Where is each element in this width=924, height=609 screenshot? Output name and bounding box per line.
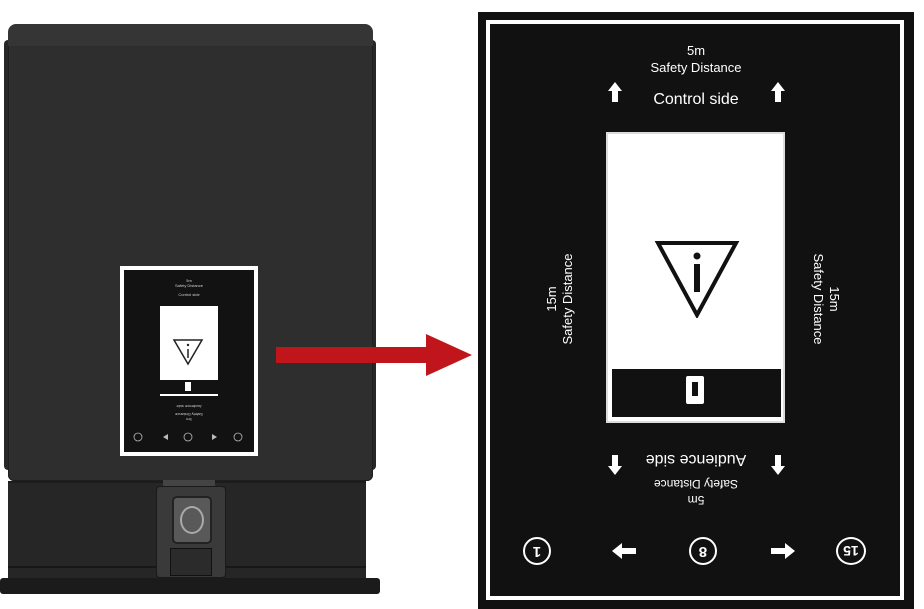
red-arrow-icon bbox=[276, 334, 472, 376]
arrow-down-icon bbox=[608, 455, 622, 475]
pin-1-number: 1 bbox=[532, 543, 542, 560]
pin-15-number: 15 bbox=[843, 543, 859, 559]
device-top-lip bbox=[8, 24, 373, 46]
device-bottom-rail bbox=[0, 578, 380, 594]
arrow-up-icon bbox=[608, 82, 622, 102]
pin-1-marker: 1 bbox=[523, 537, 551, 565]
control-side-label: Control side bbox=[653, 91, 739, 108]
right-caption: Safety Distance bbox=[811, 253, 826, 345]
mini-connector-icon bbox=[185, 382, 191, 391]
right-distance: 15m bbox=[827, 286, 842, 312]
device-illustration: 5m Safety Distance Control side Audience… bbox=[0, 24, 380, 594]
mini-audience-side: Audience side bbox=[176, 404, 202, 409]
mini-pin-row bbox=[133, 432, 243, 442]
device-connector-foot bbox=[170, 548, 212, 576]
arrow-up-icon bbox=[771, 82, 785, 102]
mini-top-distance: 5m bbox=[186, 278, 192, 283]
audience-side-label: Audience side bbox=[645, 451, 747, 468]
device-connector-socket bbox=[180, 506, 204, 534]
mini-top-caption: Safety Distance bbox=[174, 283, 203, 288]
arrow-right-icon bbox=[771, 543, 795, 559]
arrow-down-icon bbox=[771, 455, 785, 475]
bottom-caption: Safety Distance bbox=[653, 477, 739, 491]
mini-control-side: Control side bbox=[178, 292, 200, 297]
bottom-distance: 5m bbox=[687, 493, 705, 507]
left-distance: 15m bbox=[544, 286, 559, 312]
top-caption: Safety Distance bbox=[650, 60, 742, 75]
info-warning-triangle-icon bbox=[654, 241, 740, 318]
pin-8-marker: 8 bbox=[689, 537, 717, 565]
arrow-left-icon bbox=[612, 543, 636, 559]
pin-15-marker: 15 bbox=[836, 537, 866, 565]
left-caption: Safety Distance bbox=[560, 253, 575, 345]
top-distance: 5m bbox=[686, 43, 706, 58]
mini-bottom-distance: 5m bbox=[186, 417, 192, 422]
right-distance-group: 15m Safety Distance bbox=[810, 219, 842, 379]
safety-label-border bbox=[486, 20, 904, 600]
mini-info-warning-triangle-icon bbox=[172, 339, 204, 366]
connector-icon-slot bbox=[692, 382, 698, 396]
pin-8-number: 8 bbox=[698, 543, 708, 560]
left-distance-group: 15m Safety Distance bbox=[544, 219, 576, 379]
